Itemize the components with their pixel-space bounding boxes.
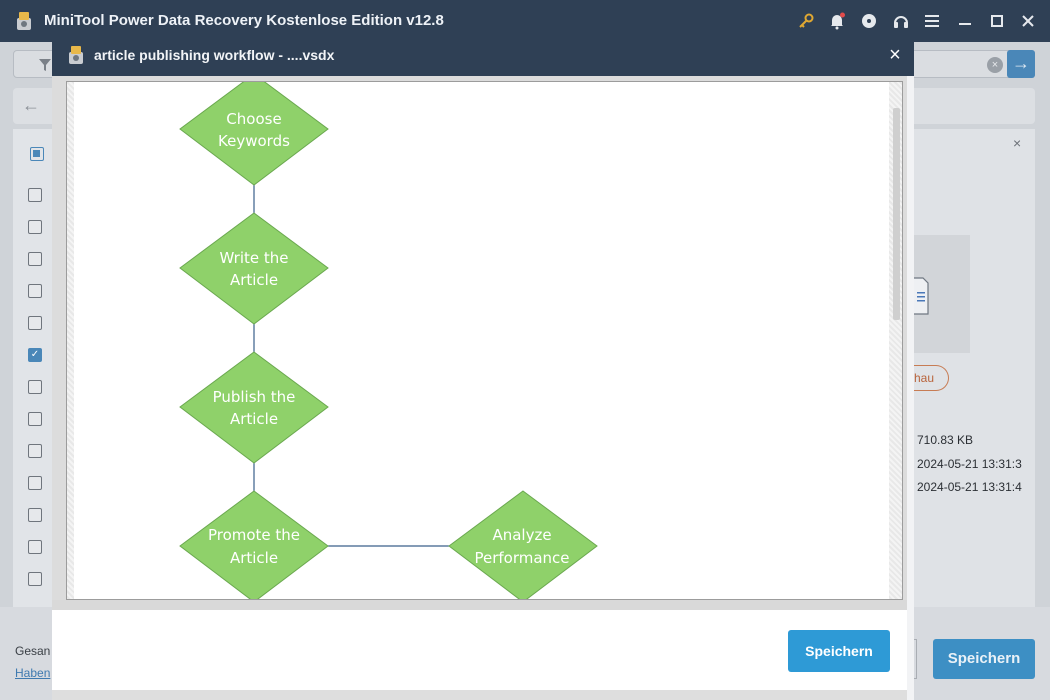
flow-node-choose-keywords: Choose Keywords xyxy=(179,82,329,186)
node-label: Article xyxy=(230,271,278,289)
bell-icon[interactable] xyxy=(826,10,848,32)
row-checkbox[interactable] xyxy=(28,444,42,458)
app-logo-icon xyxy=(69,46,83,64)
minimize-icon[interactable] xyxy=(954,10,976,32)
close-icon[interactable] xyxy=(1017,10,1039,32)
created-date-value: 2024-05-21 13:31:3 xyxy=(917,457,1022,471)
flow-node-analyze-performance: Analyze Performance xyxy=(448,490,598,599)
total-files-label: Gesan xyxy=(15,644,51,658)
row-checkbox[interactable] xyxy=(28,508,42,522)
row-checkbox[interactable] xyxy=(28,284,42,298)
preview-panel xyxy=(912,129,1035,649)
node-label: Promote the xyxy=(208,526,300,544)
node-label: Keywords xyxy=(218,132,290,150)
node-label: Choose xyxy=(226,110,281,128)
app-logo-icon xyxy=(17,12,31,30)
document-icon xyxy=(912,277,929,315)
modified-date-value: 2024-05-21 13:31:4 xyxy=(917,480,1022,494)
key-icon[interactable] xyxy=(795,10,817,32)
back-arrow-icon[interactable]: ← xyxy=(22,95,40,115)
node-label: Publish the xyxy=(213,388,296,406)
flow-node-publish-article: Publish the Article xyxy=(179,351,329,464)
row-checkbox[interactable] xyxy=(28,412,42,426)
row-checkbox[interactable] xyxy=(28,220,42,234)
preview-dialog: article publishing workflow - ....vsdx ×… xyxy=(52,35,914,700)
row-checkbox[interactable] xyxy=(28,572,42,586)
filter-icon[interactable] xyxy=(38,58,52,72)
maximize-icon[interactable] xyxy=(986,10,1008,32)
row-checkbox[interactable] xyxy=(28,380,42,394)
node-label: Performance xyxy=(474,549,569,567)
main-save-button[interactable]: Speichern xyxy=(933,639,1035,679)
document-viewer[interactable]: Choose Keywords Write the Article Publis… xyxy=(66,81,903,600)
preview-dialog-close-icon[interactable]: × xyxy=(889,44,901,66)
dialog-edge xyxy=(907,76,914,700)
search-clear-icon[interactable]: × xyxy=(987,57,1003,73)
row-checkbox[interactable] xyxy=(28,316,42,330)
row-checkbox[interactable] xyxy=(28,188,42,202)
preview-panel-close-icon[interactable]: × xyxy=(1013,135,1022,151)
viewer-margin xyxy=(67,82,74,599)
viewer-horizontal-scrollbar[interactable] xyxy=(52,600,907,610)
help-link[interactable]: Haben xyxy=(15,666,51,680)
dialog-bottom-scrollbar[interactable] xyxy=(52,690,907,700)
menu-icon[interactable] xyxy=(922,10,944,32)
search-go-button[interactable]: → xyxy=(1007,50,1035,78)
app-title: MiniTool Power Data Recovery Kostenlose … xyxy=(44,12,444,29)
row-checkbox-checked[interactable]: ✓ xyxy=(28,348,42,362)
flowchart: Choose Keywords Write the Article Publis… xyxy=(179,82,598,599)
preview-dialog-header: article publishing workflow - ....vsdx × xyxy=(52,35,914,76)
flow-node-promote-article: Promote the Article xyxy=(179,490,329,599)
node-label: Analyze xyxy=(492,526,551,544)
select-all-checkbox[interactable] xyxy=(30,147,44,161)
row-checkbox[interactable] xyxy=(28,540,42,554)
node-label: Write the xyxy=(220,249,289,267)
preview-button[interactable]: hau xyxy=(912,365,949,391)
preview-dialog-footer xyxy=(52,610,907,690)
node-label: Article xyxy=(230,549,278,567)
headset-icon[interactable] xyxy=(890,10,912,32)
node-label: Article xyxy=(230,410,278,428)
viewer-scroll-thumb[interactable] xyxy=(893,108,900,320)
row-checkbox[interactable] xyxy=(28,252,42,266)
preview-dialog-title: article publishing workflow - ....vsdx xyxy=(94,47,335,63)
row-checkbox[interactable] xyxy=(28,476,42,490)
file-size-value: 710.83 KB xyxy=(917,433,974,447)
flow-node-write-article: Write the Article xyxy=(179,212,329,325)
save-button[interactable]: Speichern xyxy=(788,630,890,672)
disc-icon[interactable] xyxy=(858,10,880,32)
